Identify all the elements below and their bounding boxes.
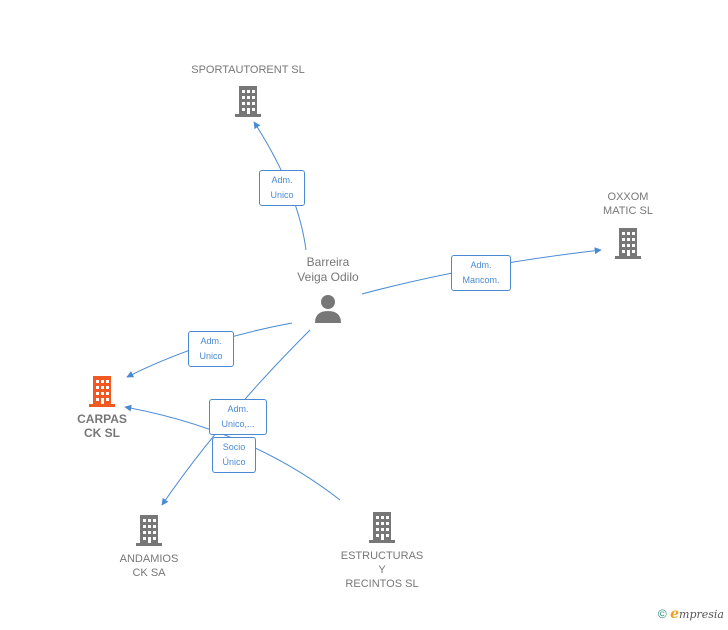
badge-adm-unico-sportautorent[interactable]: Adm. Unico	[259, 170, 305, 206]
node-carpas[interactable]: CARPAS CK SL	[60, 374, 144, 440]
copyright-icon: ©	[657, 607, 667, 621]
node-label: CARPAS CK SL	[77, 412, 127, 440]
brand-footer: © empresia	[658, 606, 724, 622]
badge-adm-unico-andamios[interactable]: Adm. Unico,...	[209, 399, 267, 435]
building-icon	[89, 376, 115, 407]
node-person[interactable]: Barreira Veiga Odilo	[278, 255, 378, 323]
badge-adm-unico-carpas[interactable]: Adm. Unico	[188, 331, 234, 367]
building-icon	[369, 512, 395, 543]
node-label: OXXOM MATIC SL	[603, 191, 653, 217]
node-sportautorent[interactable]: SPORTAUTORENT SL	[178, 63, 318, 118]
node-estructuras[interactable]: ESTRUCTURAS Y RECINTOS SL	[327, 510, 437, 591]
badge-adm-mancom-oxxom[interactable]: Adm. Mancom.	[451, 255, 511, 291]
building-icon	[615, 228, 641, 259]
node-label: ANDAMIOS CK SA	[119, 553, 179, 579]
node-label: SPORTAUTORENT SL	[191, 64, 305, 76]
node-label: ESTRUCTURAS Y RECINTOS SL	[340, 550, 424, 590]
node-oxxom[interactable]: OXXOM MATIC SL	[588, 190, 668, 260]
node-label: Barreira Veiga Odilo	[297, 255, 359, 284]
building-icon	[136, 515, 162, 546]
badge-socio-unico-carpas[interactable]: Socio Único	[212, 437, 256, 473]
brand-logo: empresia	[670, 606, 724, 622]
person-icon	[315, 295, 341, 323]
node-andamios[interactable]: ANDAMIOS CK SA	[107, 513, 191, 580]
building-icon	[235, 86, 261, 117]
